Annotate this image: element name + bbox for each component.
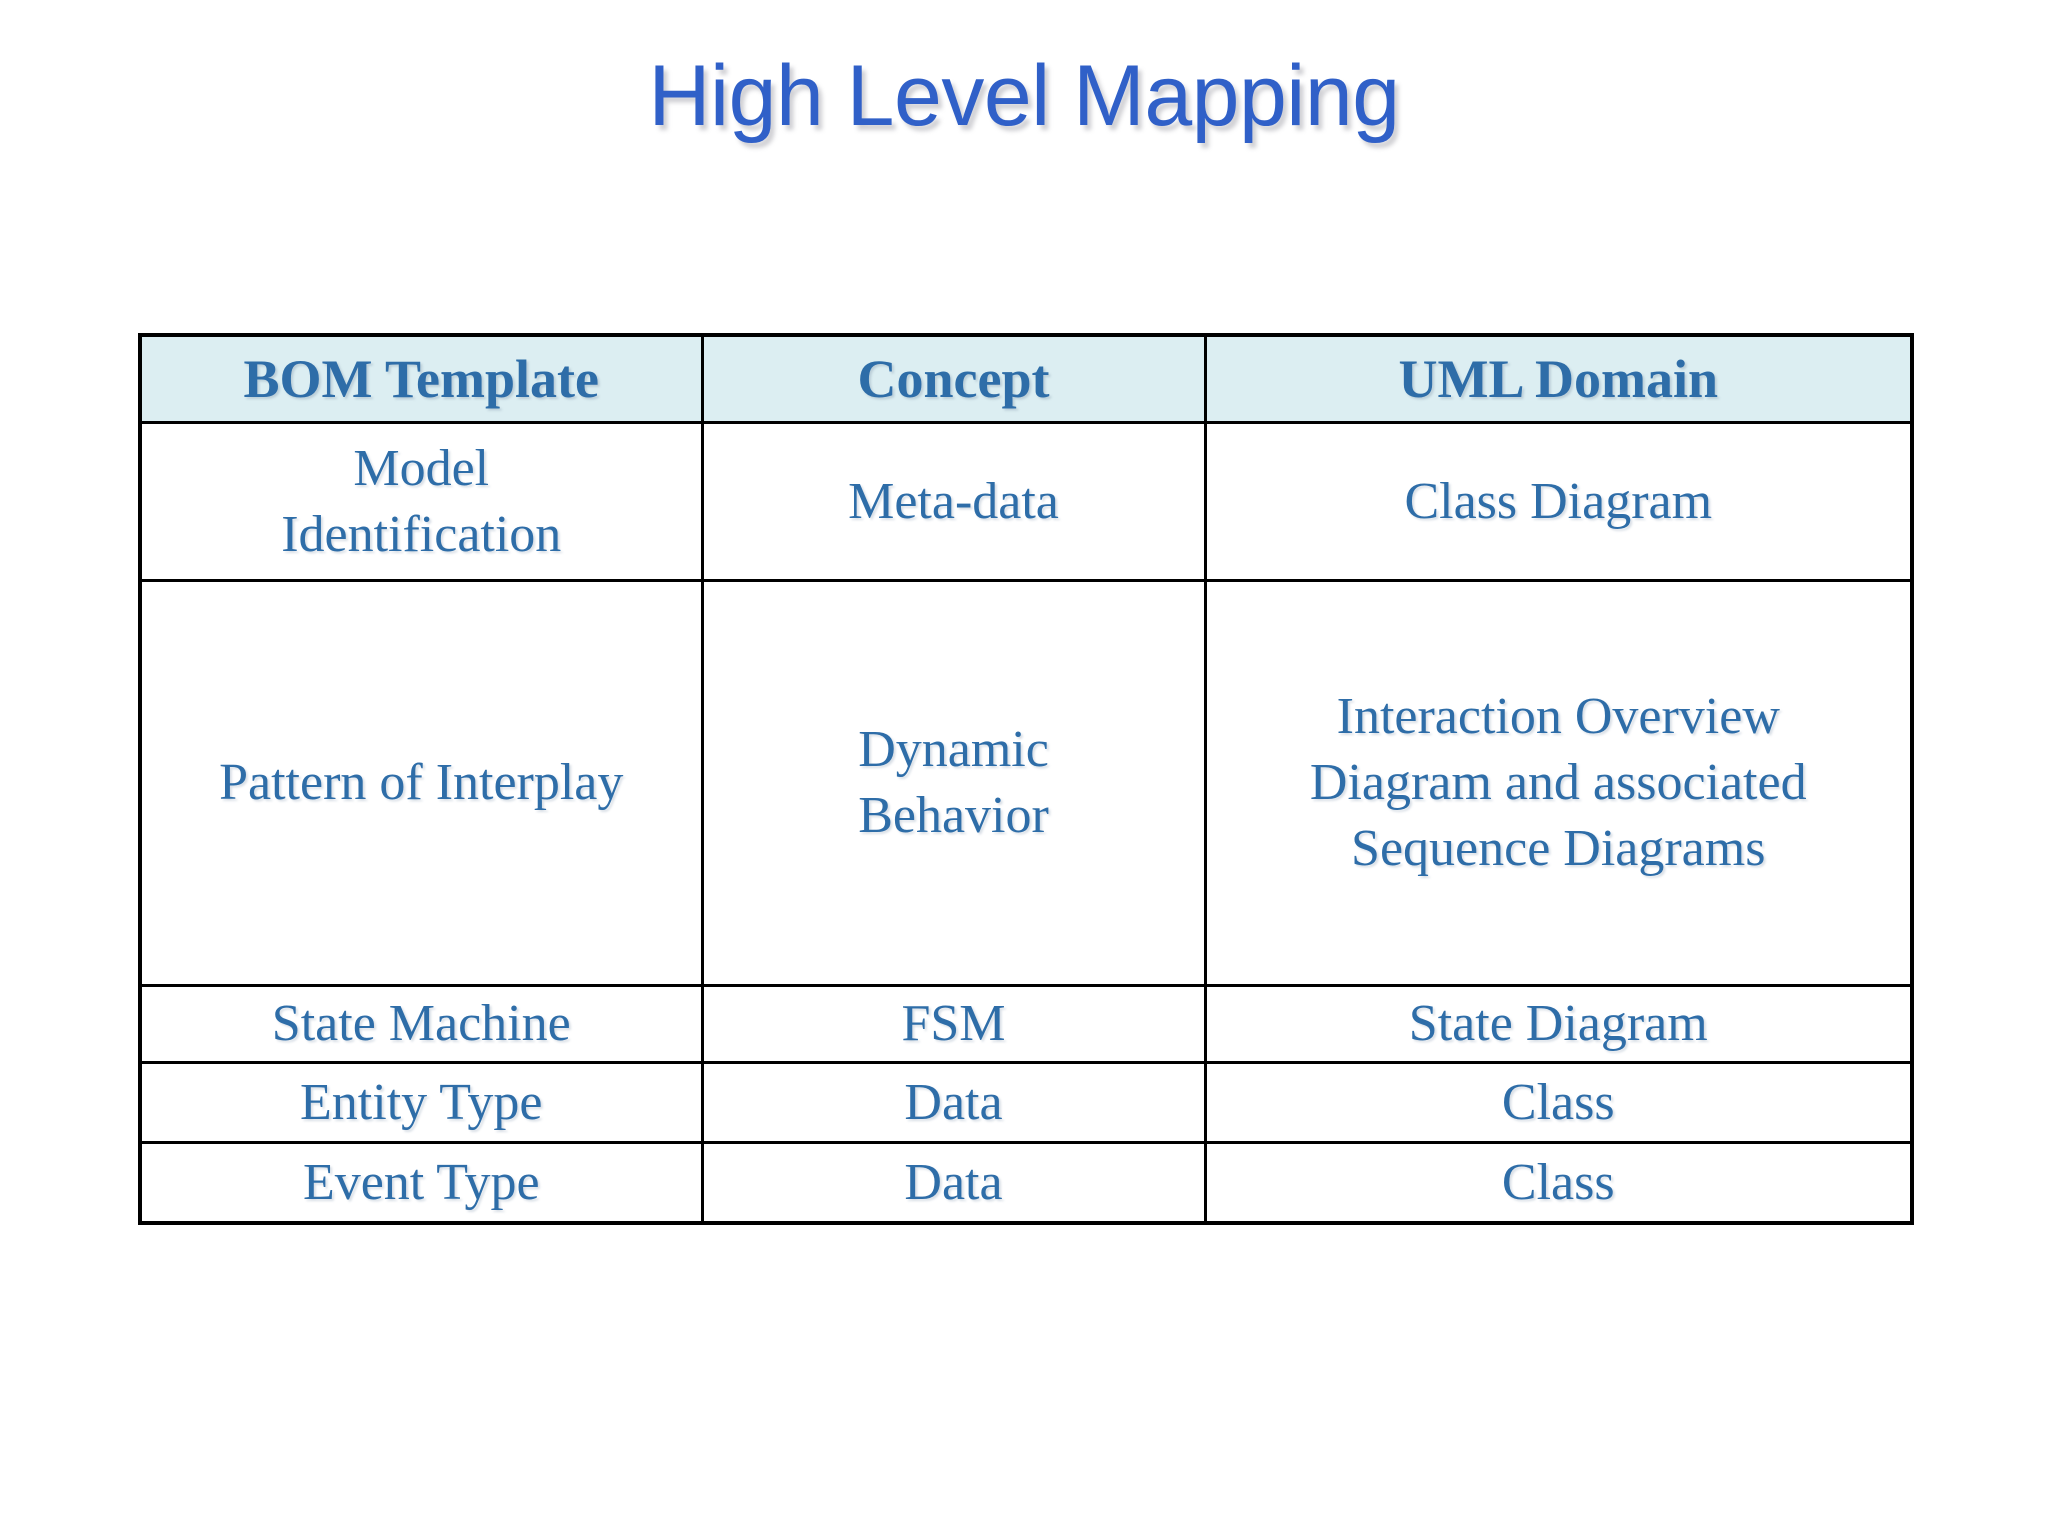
cell-uml-domain: Class Diagram xyxy=(1203,421,1914,582)
cell-text-line: Interaction Overview xyxy=(1336,688,1780,745)
table-header-row: BOM Template Concept UML Domain xyxy=(138,333,1914,424)
cell-concept: Data xyxy=(700,1141,1207,1225)
cell-bom-template: Model Identification xyxy=(138,421,704,582)
cell-text-line: Sequence Diagrams xyxy=(1351,820,1766,877)
table-row: Event Type Data Class xyxy=(138,1141,1914,1225)
table-row: Pattern of Interplay Dynamic Behavior In… xyxy=(138,579,1914,987)
table-row: Entity Type Data Class xyxy=(138,1061,1914,1144)
cell-text-line: Behavior xyxy=(858,787,1049,844)
cell-concept: Dynamic Behavior xyxy=(700,579,1207,987)
cell-bom-template: State Machine xyxy=(138,984,704,1064)
cell-text-line: Dynamic xyxy=(858,721,1049,778)
cell-text-line: Model xyxy=(353,439,490,497)
cell-bom-template: Event Type xyxy=(138,1141,704,1225)
table-row: Model Identification Meta-data Class Dia… xyxy=(138,421,1914,582)
cell-uml-domain: Class xyxy=(1203,1141,1914,1225)
cell-concept: Data xyxy=(700,1061,1207,1144)
cell-text-line: Identification xyxy=(281,505,562,563)
page-title: High Level Mapping xyxy=(648,48,1400,144)
column-header-uml-domain: UML Domain xyxy=(1203,333,1914,424)
cell-bom-template: Entity Type xyxy=(138,1061,704,1144)
mapping-table-container: BOM Template Concept UML Domain Model Id… xyxy=(138,333,1914,1225)
cell-concept: FSM xyxy=(700,984,1207,1064)
cell-bom-template: Pattern of Interplay xyxy=(138,579,704,987)
column-header-concept: Concept xyxy=(700,333,1207,424)
cell-uml-domain: Interaction Overview Diagram and associa… xyxy=(1203,579,1914,987)
high-level-mapping-table: BOM Template Concept UML Domain Model Id… xyxy=(138,333,1914,1225)
cell-text-line: Diagram and associated xyxy=(1309,754,1807,811)
table-row: State Machine FSM State Diagram xyxy=(138,984,1914,1064)
cell-uml-domain: Class xyxy=(1203,1061,1914,1144)
column-header-bom-template: BOM Template xyxy=(138,333,704,424)
cell-uml-domain: State Diagram xyxy=(1203,984,1914,1064)
cell-concept: Meta-data xyxy=(700,421,1207,582)
